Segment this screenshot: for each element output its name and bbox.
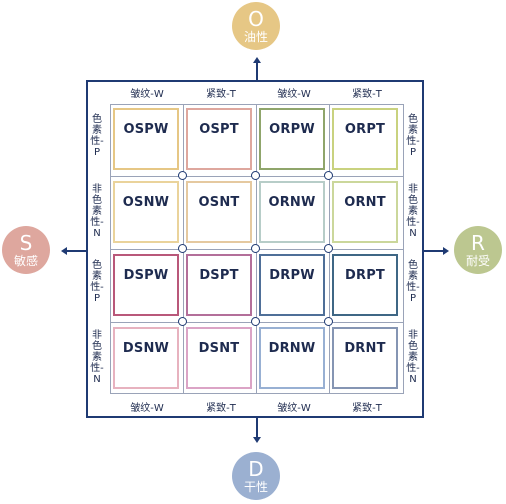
cell-label: DRPW — [269, 268, 315, 283]
bottom-arrow-line — [256, 418, 258, 438]
dry-word: 干性 — [243, 480, 268, 494]
cell-drnw: DRNW — [259, 327, 325, 389]
cell-dsnw: DSNW — [113, 327, 179, 389]
column-label-top-1: 皱纹-W — [130, 89, 164, 100]
top-arrow-head — [252, 57, 261, 63]
junction-node — [324, 317, 333, 326]
left-arrow-line — [66, 250, 86, 252]
cell-label: DSNW — [122, 341, 170, 356]
row-label-right-2: 非色素性-N — [406, 184, 420, 239]
left-arrow-head — [61, 246, 67, 255]
sensitive-badge: S 敏感 — [2, 226, 50, 274]
cell-label: ORNW — [268, 195, 316, 210]
cell-label: OSPT — [199, 122, 239, 137]
junction-node — [178, 244, 187, 253]
cell-label: OSPW — [123, 122, 169, 137]
row-label-left-2: 非色素性-N — [90, 184, 104, 239]
column-label-bottom-2: 紧致-T — [206, 403, 236, 414]
cell-drpt: DRPT — [332, 254, 398, 316]
right-arrow-line — [424, 250, 444, 252]
cell-ospt: OSPT — [186, 108, 252, 170]
right-arrow-head — [443, 246, 449, 255]
cell-label: DSPW — [123, 268, 169, 283]
cell-label: ORNT — [344, 195, 386, 210]
cell-label: OSNW — [122, 195, 170, 210]
cell-label: DSNT — [198, 341, 240, 356]
resistant-word: 耐受 — [465, 254, 490, 268]
junction-node — [324, 244, 333, 253]
cell-orpw: ORPW — [259, 108, 325, 170]
column-label-bottom-4: 紧致-T — [352, 403, 382, 414]
row-label-left-3: 色素性-P — [90, 260, 104, 304]
dry-letter: D — [248, 457, 264, 481]
cell-label: OSNT — [198, 195, 240, 210]
sensitive-letter: S — [19, 231, 33, 255]
row-label-right-3: 色素性-P — [406, 260, 420, 304]
cell-label: ORPW — [269, 122, 315, 137]
bottom-arrow-head — [252, 437, 261, 443]
junction-node — [251, 317, 260, 326]
column-label-bottom-1: 皱纹-W — [130, 403, 164, 414]
resistant-letter: R — [471, 231, 485, 255]
junction-node — [178, 171, 187, 180]
cell-label: DRNW — [268, 341, 316, 356]
column-label-top-4: 紧致-T — [352, 89, 382, 100]
row-label-right-1: 色素性-P — [406, 114, 420, 158]
cell-ornw: ORNW — [259, 181, 325, 243]
oily-badge: O 油性 — [232, 2, 280, 50]
junction-node — [251, 244, 260, 253]
cell-ornt: ORNT — [332, 181, 398, 243]
resistant-badge: R 耐受 — [454, 226, 502, 274]
cell-label: ORPT — [344, 122, 386, 137]
column-label-top-2: 紧致-T — [206, 89, 236, 100]
cell-label: DRPT — [345, 268, 385, 283]
cell-label: DSPT — [199, 268, 239, 283]
cell-osnt: OSNT — [186, 181, 252, 243]
cell-orpt: ORPT — [332, 108, 398, 170]
cell-dspt: DSPT — [186, 254, 252, 316]
cell-drpw: DRPW — [259, 254, 325, 316]
oily-letter: O — [248, 7, 264, 31]
junction-node — [251, 171, 260, 180]
sensitive-word: 敏感 — [13, 254, 38, 268]
dry-badge: D 干性 — [232, 452, 280, 500]
cell-dsnt: DSNT — [186, 327, 252, 389]
row-label-right-4: 非色素性-N — [406, 330, 420, 385]
cell-ospw: OSPW — [113, 108, 179, 170]
cell-osnw: OSNW — [113, 181, 179, 243]
top-arrow-line — [256, 62, 258, 80]
row-label-left-1: 色素性-P — [90, 114, 104, 158]
cell-dspw: DSPW — [113, 254, 179, 316]
cell-label: DRNT — [344, 341, 386, 356]
column-label-top-3: 皱纹-W — [277, 89, 311, 100]
row-label-left-4: 非色素性-N — [90, 330, 104, 385]
matrix-frame — [86, 80, 424, 418]
column-label-bottom-3: 皱纹-W — [277, 403, 311, 414]
oily-word: 油性 — [243, 30, 268, 44]
cell-drnt: DRNT — [332, 327, 398, 389]
junction-node — [324, 171, 333, 180]
junction-node — [178, 317, 187, 326]
